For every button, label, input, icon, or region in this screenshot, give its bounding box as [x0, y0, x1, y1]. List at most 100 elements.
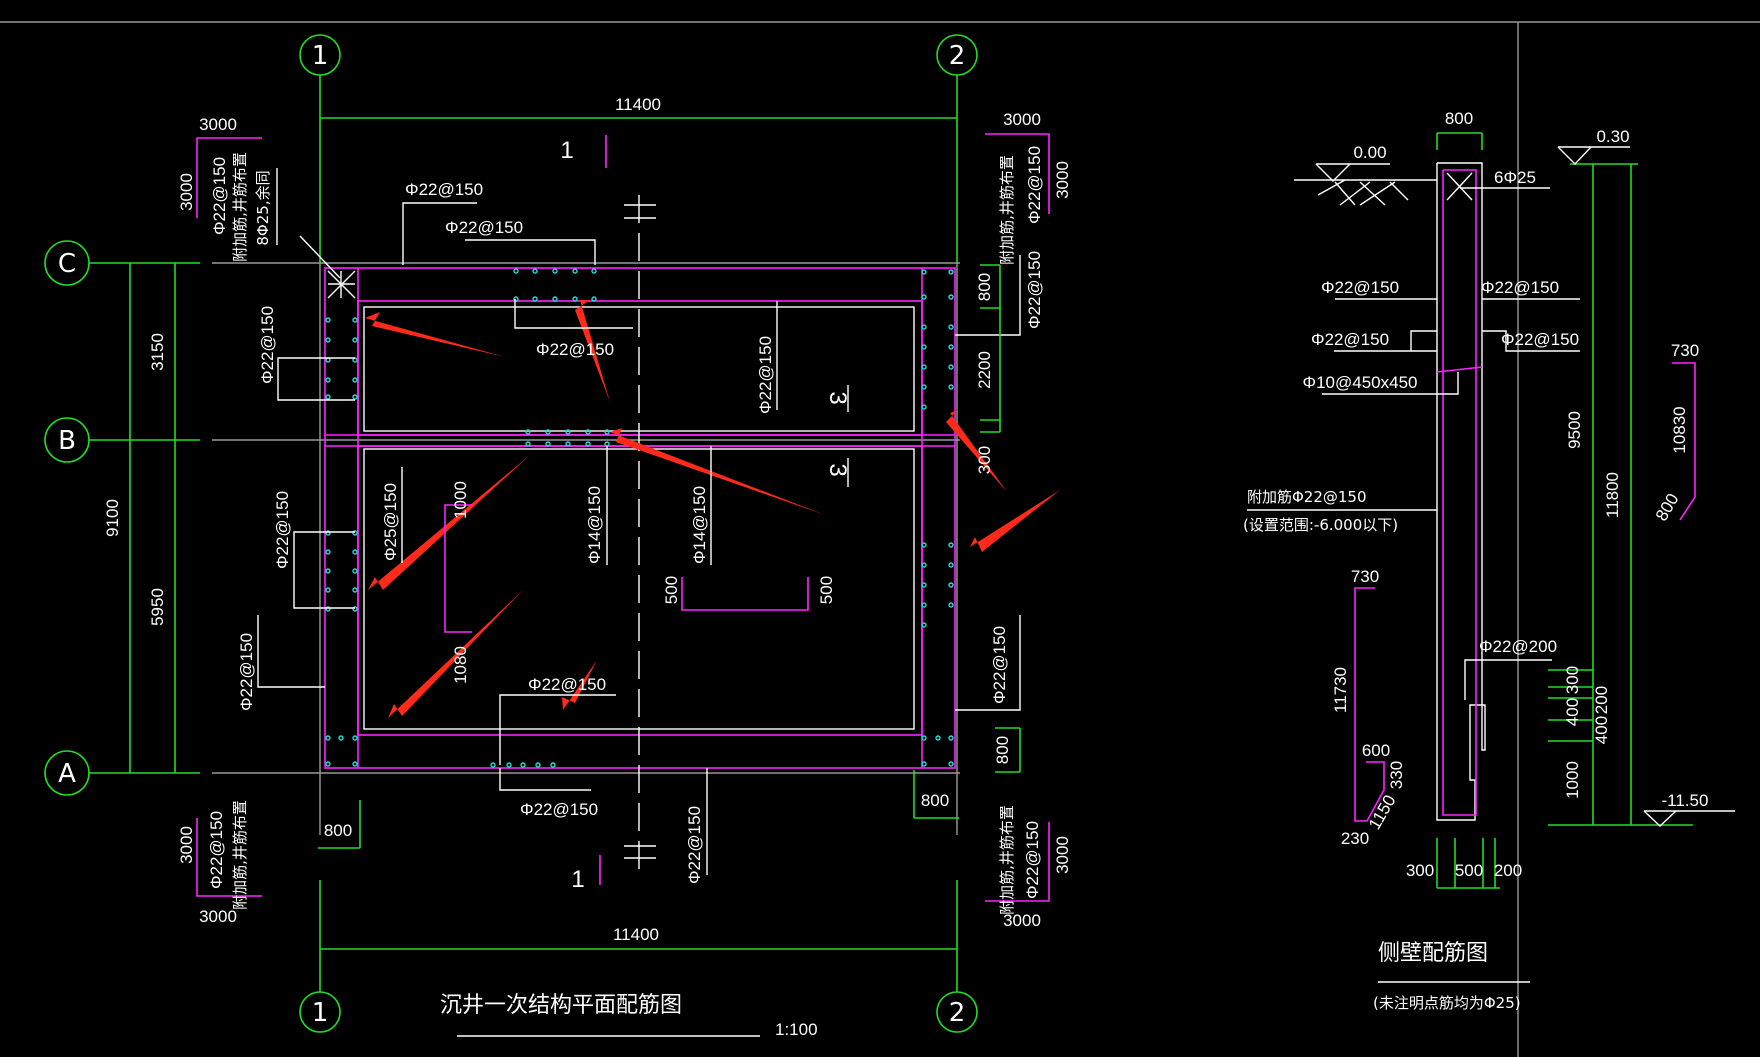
leader-left-mid [293, 531, 355, 609]
red-arrow-3 [610, 428, 825, 515]
red-arrow-2 [575, 300, 610, 402]
leader-right-lower [955, 615, 1021, 711]
wall-label-r1: Φ22@150 [1481, 278, 1559, 297]
corner-tr-h: 3000 [1003, 110, 1041, 129]
axis-2-top-label: 2 [949, 41, 966, 71]
dim-inner-500-bracket [681, 577, 809, 611]
wall-dim-b300: 300 [1406, 861, 1434, 880]
wall-dim-400b: 400 [1592, 716, 1611, 744]
wall-width-dim: 800 [1445, 109, 1473, 128]
bar-shape-1 [1672, 362, 1696, 521]
wall-outline [1436, 162, 1486, 821]
dim-bottom-right-800: 800 [921, 791, 949, 810]
axis-1-top[interactable]: 1 [299, 34, 341, 76]
plan-title: 沉井一次结构平面配筋图 [440, 993, 682, 1018]
corner-note-tl: 3000 3000 Φ22@150 附加筋,井筋布置 8Φ25,余同 [177, 115, 278, 262]
corner-note-tr: 3000 3000 Φ22@150 附加筋,井筋布置 [985, 110, 1072, 265]
label-right-upper: Φ22@150 [1025, 251, 1044, 329]
corner-note-br: 3000 Φ22@150 附加筋,井筋布置 3000 [985, 805, 1072, 930]
leader-top2 [465, 239, 596, 265]
wall-dim-9500: 9500 [1565, 411, 1584, 449]
dim-right-2200: 2200 [975, 351, 994, 389]
corner-br-v: 3000 [1053, 836, 1072, 874]
wall-dim-400a: 400 [1563, 698, 1582, 726]
label-bottom-vertical: Φ22@150 [685, 806, 704, 884]
bar2-a: 600 [1362, 741, 1390, 760]
wall-dim-300: 300 [1563, 666, 1582, 694]
label-bottom-inner: Φ22@150 [528, 675, 606, 694]
section-mark-bottom: 1 [571, 866, 584, 893]
dim-bottom-left-bracket [318, 800, 361, 849]
wall-dim-b500: 500 [1455, 861, 1483, 880]
wall-label-foot: Φ22@200 [1479, 637, 1557, 656]
dim-bottom-right-bracket [913, 770, 959, 819]
dim-inner-500-right: 500 [817, 576, 836, 604]
red-arrow-6 [368, 455, 530, 590]
plan-drawing: 1 2 1 2 C B A [44, 34, 1072, 1039]
axis-1-top-label: 1 [312, 41, 329, 71]
bar2-len: 11730 [1331, 667, 1350, 713]
bar2-d: 230 [1341, 829, 1369, 848]
wall-leader-foot [1464, 659, 1552, 700]
axis-b[interactable]: B [44, 417, 90, 463]
red-arrow-1 [365, 312, 505, 357]
plan-scale: 1:100 [775, 1020, 818, 1039]
wall-title: 侧壁配筋图 [1378, 941, 1488, 966]
label-inner-left: Φ25@150 [381, 483, 400, 561]
dim-right-bottom-bracket [995, 727, 1021, 773]
corner-bl-note: 附加筋,井筋布置 [231, 800, 249, 910]
leader-top-inner [514, 299, 633, 329]
wall-rebar-outline [1442, 169, 1477, 816]
axis-c[interactable]: C [44, 240, 90, 286]
red-arrow-5 [970, 490, 1060, 552]
axis-b-label: B [58, 426, 76, 456]
dim-inner-500-left: 500 [662, 576, 681, 604]
bar-shape-2 [1354, 587, 1385, 822]
wall-dim-1000: 1000 [1563, 761, 1582, 799]
leader-left-lower [257, 615, 325, 688]
corner-br-note: 附加筋,井筋布置 [998, 805, 1016, 915]
leader-left-upper [277, 357, 355, 401]
leader-right-upper [955, 255, 1021, 336]
wall-leader-tie [1322, 372, 1459, 395]
dim-bottom-total: 11400 [613, 925, 659, 944]
label-inner-upper-right: Φ22@150 [756, 336, 775, 414]
corner-tr-v: 3000 [1053, 161, 1072, 199]
axis-a-label: A [58, 759, 76, 789]
dim-right-800-top: 800 [975, 273, 994, 301]
axis-2-top[interactable]: 2 [936, 34, 978, 76]
label-left-lower: Φ22@150 [237, 633, 256, 711]
corner-tr-bar: Φ22@150 [1025, 146, 1044, 224]
wall-top-bar: 6Φ25 [1494, 168, 1536, 187]
wall-label-l2: Φ22@150 [1311, 330, 1389, 349]
wall-top-cross-b [1446, 172, 1473, 201]
bar2-c: 1150 [1365, 792, 1400, 833]
elev-bottom: -11.50 [1662, 791, 1709, 810]
dim-left-cb: 3150 [148, 333, 167, 371]
wall-label-extra-range: (设置范围:-6.000以下) [1243, 516, 1398, 534]
red-arrow-8 [562, 660, 597, 710]
bar1-len: 10830 [1670, 406, 1689, 453]
axis-2-bottom[interactable]: 2 [936, 991, 978, 1033]
corner-tl-note2: 8Φ25,余同 [254, 170, 272, 245]
wall-label-extra: 附加筋Φ22@150 [1247, 488, 1367, 506]
axis-1-bottom[interactable]: 1 [299, 991, 341, 1033]
wall-dim-200: 200 [1592, 686, 1611, 714]
axis-2-bottom-label: 2 [949, 998, 966, 1028]
wall-dim-b200: 200 [1494, 861, 1522, 880]
wall-label-tie: Φ10@450x450 [1303, 373, 1418, 392]
wall-tie-bar [1436, 366, 1483, 373]
section-mark-right-lower: 3 [824, 463, 851, 476]
dim-bottom-left-800: 800 [324, 821, 352, 840]
annotation-arrows [365, 300, 1060, 718]
dim-inner-left-bracket [444, 504, 472, 633]
dim-right-chain [980, 264, 1001, 433]
red-arrow-4 [946, 410, 1007, 492]
wall-leader-l2-hook [1410, 330, 1437, 351]
wall-leader-r2 [1482, 330, 1580, 352]
axis-a[interactable]: A [44, 750, 90, 796]
corner-bar-cross [299, 235, 356, 299]
elev-top-right: 0.30 [1596, 127, 1629, 146]
corner-br-h: 3000 [1003, 911, 1041, 930]
